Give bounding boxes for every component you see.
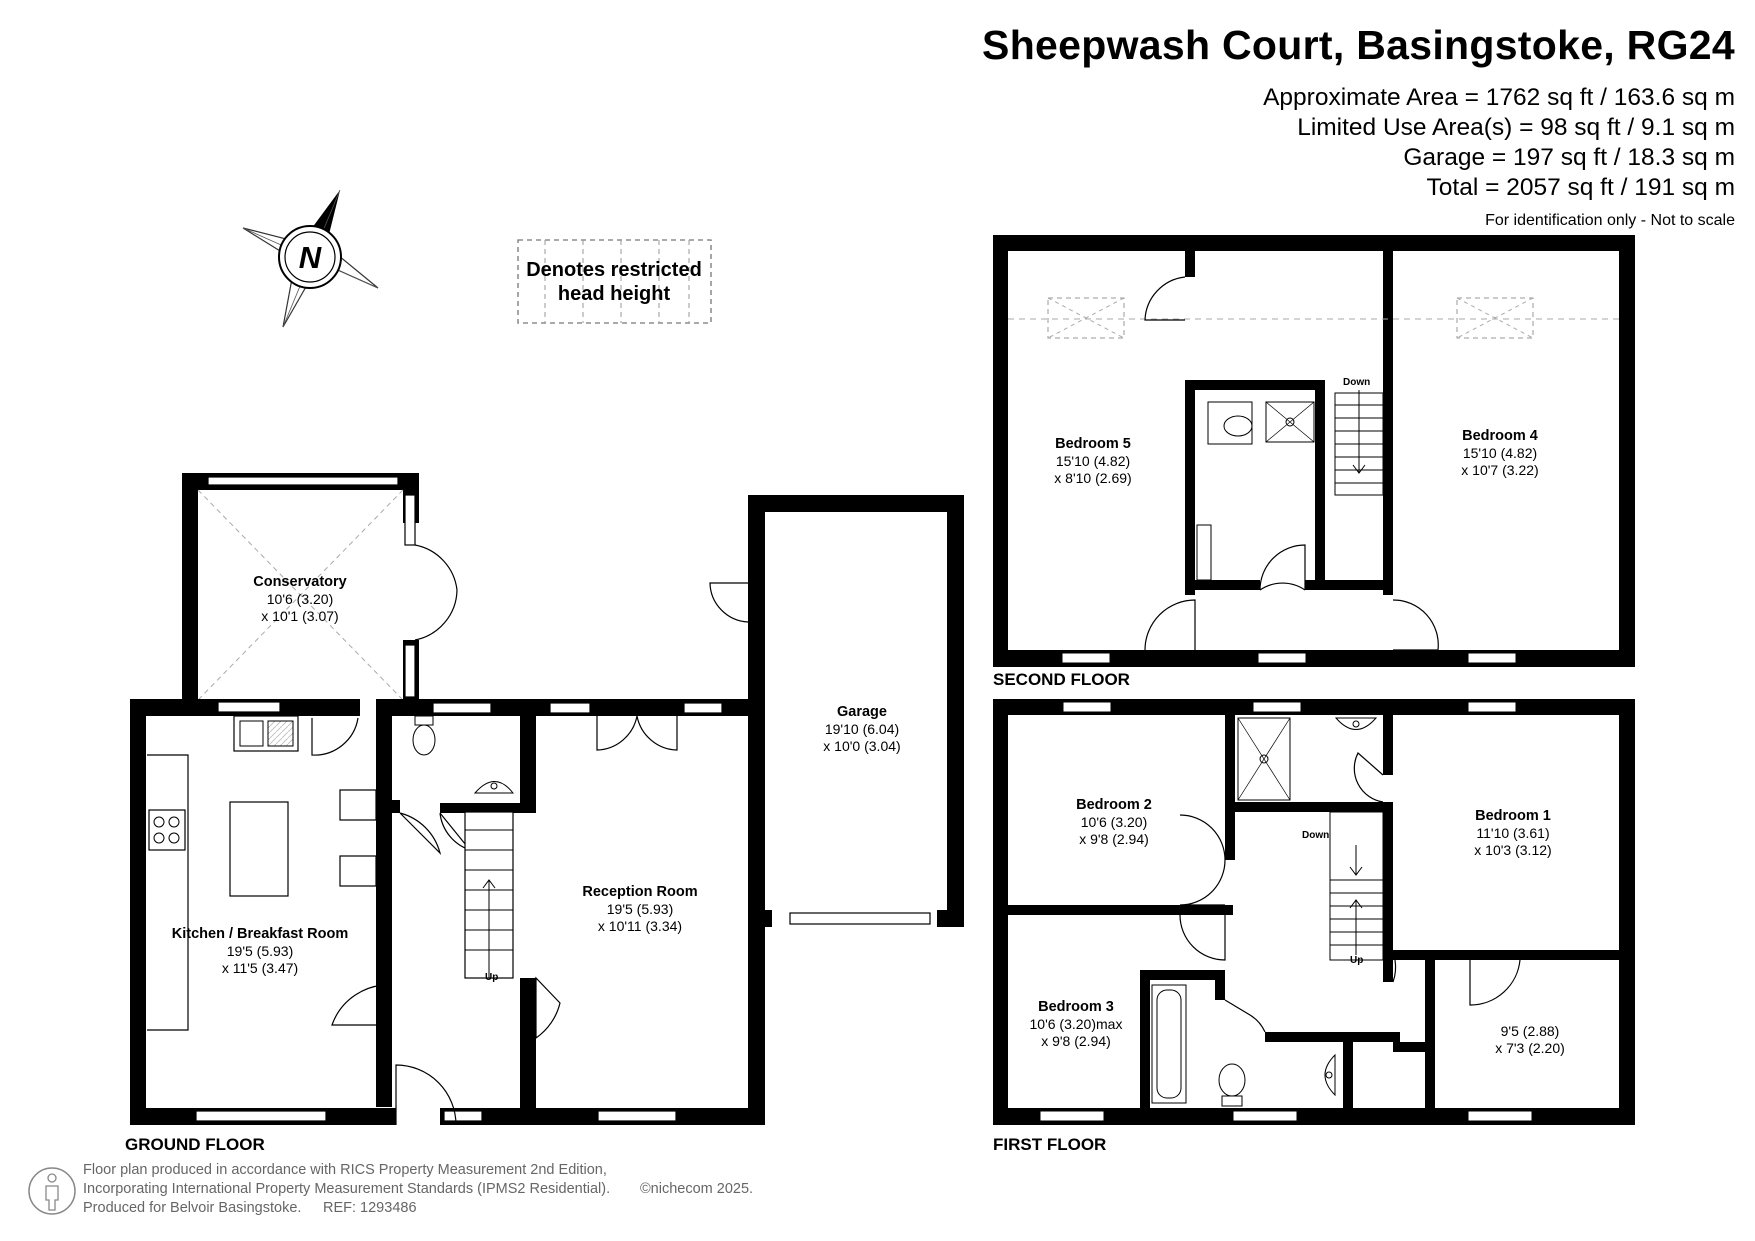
bedroom3-name: Bedroom 3	[1038, 999, 1114, 1015]
first-floor-label: FIRST FLOOR	[993, 1135, 1106, 1154]
ground-floor-plan: Up	[130, 473, 964, 1126]
first-stairs-up: Up	[1350, 955, 1363, 966]
bedroom1-dim-1: 11'10 (3.61)	[1476, 825, 1549, 841]
total-area: Total = 2057 sq ft / 191 sq m	[1426, 174, 1735, 201]
second-stairs-down: Down	[1343, 377, 1370, 388]
room-labels: Conservatory 10'6 (3.20) x 10'1 (3.07) K…	[172, 428, 1565, 1056]
conservatory-name: Conservatory	[253, 574, 346, 590]
garage-area: Garage = 197 sq ft / 18.3 sq m	[1403, 144, 1735, 171]
ground-stairs-up: Up	[485, 972, 498, 983]
garage-name: Garage	[837, 704, 887, 720]
kitchen-name: Kitchen / Breakfast Room	[172, 926, 348, 942]
first-floor-plan: Down Up	[993, 699, 1635, 1125]
bedroom4-dim-1: 15'10 (4.82)	[1463, 445, 1537, 461]
bedroom5-name: Bedroom 5	[1055, 436, 1131, 452]
limited-use-area: Limited Use Area(s) = 98 sq ft / 9.1 sq …	[1297, 114, 1735, 141]
bedroom5-dim-2: x 8'10 (2.69)	[1054, 470, 1131, 486]
hallway-outline: Up	[376, 699, 544, 1126]
bedroom3-dim-1: 10'6 (3.20)max	[1030, 1016, 1123, 1032]
footer-line-1: Floor plan produced in accordance with R…	[83, 1162, 607, 1178]
reception-room-outline	[488, 560, 765, 1125]
footer-line-3: Produced for Belvoir Basingstoke.	[83, 1200, 301, 1216]
person-icon	[28, 1167, 76, 1215]
kitchen-dim-1: 19'5 (5.93)	[227, 943, 294, 959]
garage-outline	[709, 495, 964, 927]
footer-ref: REF: 1293486	[323, 1200, 417, 1216]
legend-line-1: Denotes restricted	[526, 259, 702, 281]
reception-dim-2: x 10'11 (3.34)	[598, 918, 682, 934]
second-floor-label: SECOND FLOOR	[993, 670, 1130, 689]
garage-dim-1: 19'10 (6.04)	[825, 721, 899, 737]
small-room-dim-2: x 7'3 (2.20)	[1495, 1040, 1565, 1056]
legend-line-2: head height	[558, 283, 671, 305]
small-room-dim-1: 9'5 (2.88)	[1501, 1023, 1560, 1039]
bedroom4-dim-2: x 10'7 (3.22)	[1461, 462, 1538, 478]
bedroom3-dim-2: x 9'8 (2.94)	[1041, 1033, 1111, 1049]
bedroom5-dim-1: 15'10 (4.82)	[1056, 453, 1130, 469]
conservatory-outline	[182, 473, 458, 709]
footer-line-2: Incorporating International Property Mea…	[83, 1181, 610, 1197]
footer-copyright: ©nichecom 2025.	[640, 1181, 753, 1197]
footer: Floor plan produced in accordance with R…	[28, 1162, 753, 1216]
bedroom2-dim-2: x 9'8 (2.94)	[1079, 831, 1149, 847]
restricted-height-legend: Denotes restricted head height	[517, 239, 712, 324]
bedroom2-name: Bedroom 2	[1076, 797, 1152, 813]
reception-dim-1: 19'5 (5.93)	[607, 901, 674, 917]
reception-name: Reception Room	[582, 884, 697, 900]
bedroom2-dim-1: 10'6 (3.20)	[1081, 814, 1148, 830]
conservatory-dim-2: x 10'1 (3.07)	[261, 608, 338, 624]
first-stairs-down: Down	[1302, 830, 1329, 841]
north-arrow-icon: N	[242, 189, 379, 328]
bedroom4-name: Bedroom 4	[1462, 428, 1538, 444]
approximate-area: Approximate Area = 1762 sq ft / 163.6 sq…	[1263, 84, 1735, 111]
kitchen-outline	[130, 699, 393, 1125]
garage-dim-2: x 10'0 (3.04)	[823, 738, 900, 754]
bedroom1-dim-2: x 10'3 (3.12)	[1474, 842, 1551, 858]
compass-label: N	[299, 240, 322, 275]
conservatory-dim-1: 10'6 (3.20)	[267, 591, 334, 607]
ground-floor-label: GROUND FLOOR	[125, 1135, 265, 1154]
disclaimer: For identification only - Not to scale	[1485, 212, 1735, 229]
second-floor-plan: Down	[993, 235, 1635, 667]
kitchen-dim-2: x 11'5 (3.47)	[222, 960, 298, 976]
property-title: Sheepwash Court, Basingstoke, RG24	[982, 22, 1735, 68]
bedroom1-name: Bedroom 1	[1475, 808, 1551, 824]
